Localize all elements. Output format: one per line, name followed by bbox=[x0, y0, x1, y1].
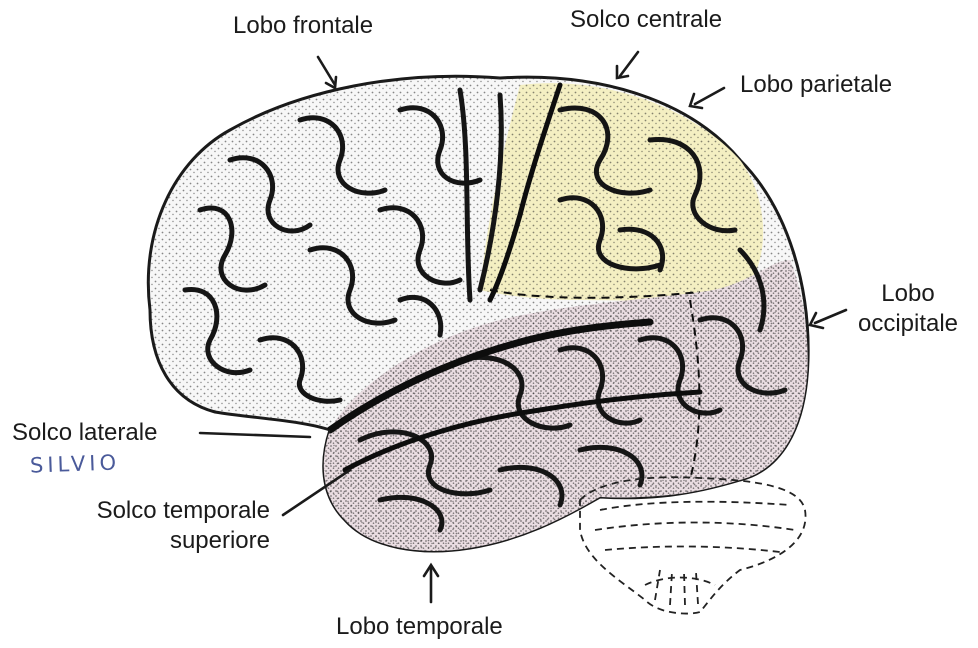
label-lateral-sulcus: Solco laterale bbox=[12, 418, 157, 448]
label-central-sulcus: Solco centrale bbox=[570, 5, 722, 35]
label-parietal-lobe: Lobo parietale bbox=[740, 70, 892, 100]
label-temporal-lobe: Lobo temporale bbox=[336, 612, 503, 642]
label-frontal-lobe: Lobo frontale bbox=[233, 11, 373, 41]
label-superior-temporal-sulcus-line1: Solco temporale bbox=[60, 496, 270, 526]
label-occipital-lobe-line2: occipitale bbox=[852, 309, 964, 339]
label-superior-temporal-sulcus-line2: superiore bbox=[60, 526, 270, 556]
label-occipital-lobe-line1: Lobo bbox=[852, 279, 964, 309]
label-lateral-sulcus-handwritten: SILVIO bbox=[30, 450, 121, 477]
